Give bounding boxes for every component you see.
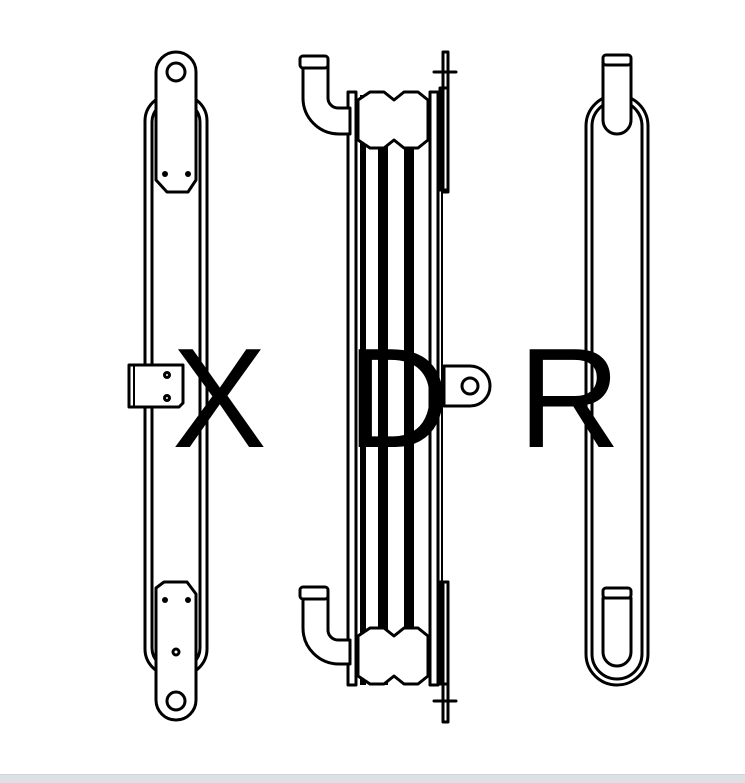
bottom-bar [0,774,745,783]
top-hose-fitting [301,64,352,136]
view-label-r: R [518,319,621,478]
view-x [127,50,209,722]
view-label-d: D [347,319,450,478]
top-fitting-stub [601,60,633,136]
bracket-hole [165,61,187,83]
bottom-bracket [154,580,198,722]
bracket-hole [165,690,187,712]
view-r [584,53,650,687]
bottom-fitting-stub [601,596,633,668]
top-bracket [154,50,198,194]
side-lug [442,364,492,408]
view-label-x: X [172,319,267,478]
bottom-hose-fitting [301,592,352,666]
view-d [298,50,492,724]
